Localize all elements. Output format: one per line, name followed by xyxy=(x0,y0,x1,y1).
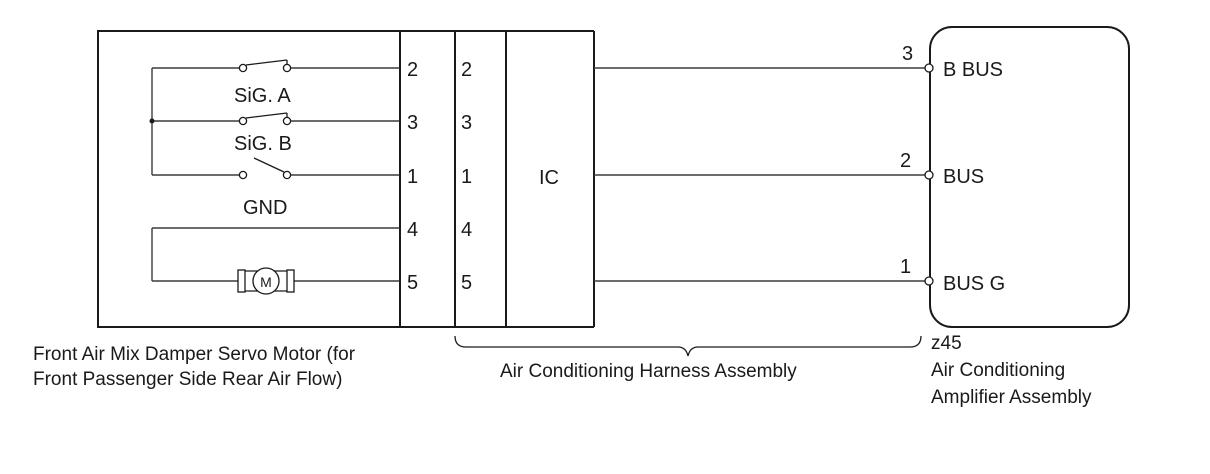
motor-wiring xyxy=(151,227,400,282)
amp-pin: 1 xyxy=(900,256,911,278)
servo-pin: 3 xyxy=(407,112,418,134)
amp-terminal-name: B BUS xyxy=(943,59,1003,81)
amp-terminal-name: BUS xyxy=(943,166,984,188)
servo-internal-wiring xyxy=(149,67,400,176)
servo-pin: 1 xyxy=(407,166,418,188)
harness-caption: Air Conditioning Harness Assembly xyxy=(500,361,797,382)
servo-caption-line1: Front Air Mix Damper Servo Motor (for xyxy=(33,344,356,365)
amp-connector-id: z45 xyxy=(931,333,962,354)
connector-columns xyxy=(399,30,595,328)
amp-caption-line1: Air Conditioning xyxy=(931,360,1065,381)
amp-pin: 3 xyxy=(902,43,913,65)
harness-pin: 4 xyxy=(461,219,472,241)
switch-gnd xyxy=(238,157,292,180)
ic-label: IC xyxy=(539,167,559,189)
servo-pin: 4 xyxy=(407,219,418,241)
amp-terminal-name: BUS G xyxy=(943,273,1005,295)
junction-dot xyxy=(149,118,155,124)
bus-wires xyxy=(594,67,926,282)
amp-pin: 2 xyxy=(900,150,911,172)
label-sig-b: SiG. B xyxy=(234,133,292,155)
motor-icon: M xyxy=(237,267,295,295)
amp-terminal xyxy=(924,170,934,180)
servo-motor-box xyxy=(97,30,401,328)
harness-pin: 1 xyxy=(461,166,472,188)
harness-pin: 2 xyxy=(461,59,472,81)
harness-pin: 5 xyxy=(461,272,472,294)
harness-brace xyxy=(454,335,922,357)
servo-pin: 2 xyxy=(407,59,418,81)
amp-terminal xyxy=(924,276,934,286)
servo-pin: 5 xyxy=(407,272,418,294)
amp-caption-line2: Amplifier Assembly xyxy=(931,387,1092,408)
servo-caption-line2: Front Passenger Side Rear Air Flow) xyxy=(33,369,342,390)
motor-label: M xyxy=(260,274,272,290)
amp-terminal xyxy=(924,63,934,73)
label-sig-a: SiG. A xyxy=(234,85,291,107)
switch-sig-b xyxy=(238,112,292,126)
label-gnd: GND xyxy=(243,197,287,219)
harness-pin: 3 xyxy=(461,112,472,134)
switch-sig-a xyxy=(238,59,292,73)
